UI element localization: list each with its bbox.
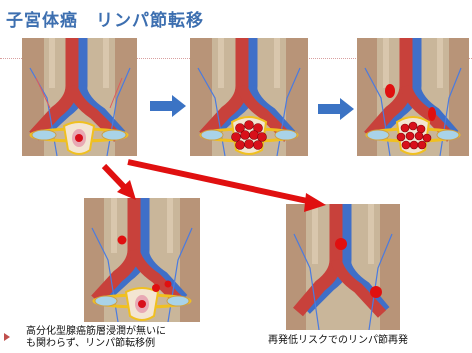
- bullet-arrow-icon: [4, 333, 10, 341]
- caption-left-line1: 高分化型腺癌筋層浸潤が無いに: [26, 326, 166, 338]
- caption-left-line2: も関わらず、リンパ節転移例: [26, 338, 155, 350]
- caption-right: 再発低リスクでのリンパ節再発: [268, 335, 408, 347]
